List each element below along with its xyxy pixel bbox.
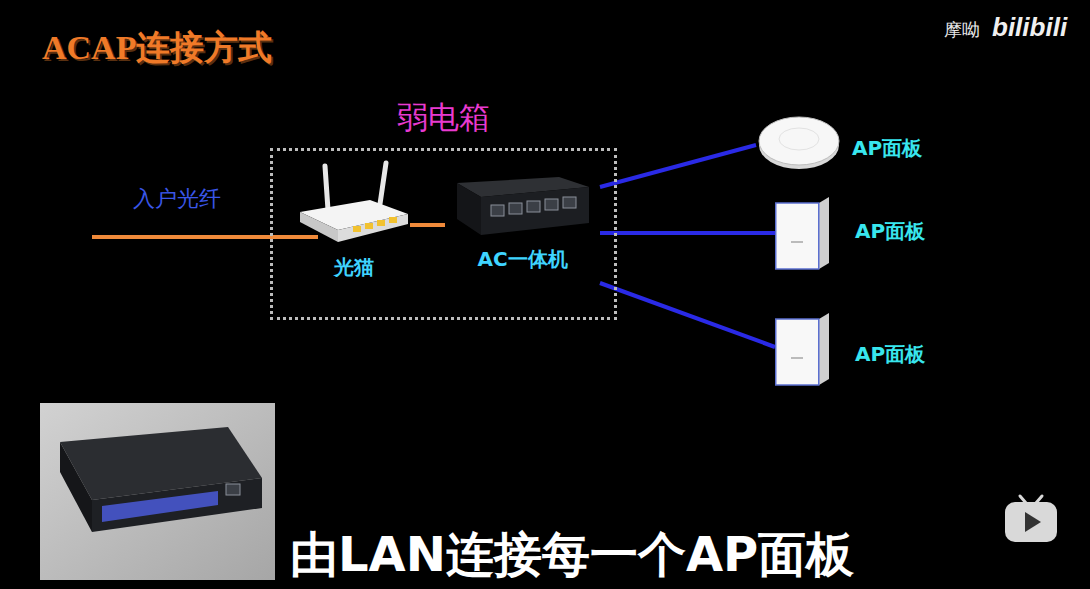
subtitle-caption: 由LAN连接每一个AP面板 [290, 528, 854, 581]
node-label: AC一体机 [445, 247, 600, 271]
switch-photo [40, 403, 275, 580]
ap-panel: AP面板 [756, 110, 936, 172]
ap-panel-picture [775, 313, 831, 387]
fiber-label: 入户光纤 [133, 186, 221, 212]
ac-controller-picture [449, 175, 594, 237]
diagram-title: ACAP连接方式 [42, 28, 272, 69]
node-label: 光猫 [298, 255, 410, 279]
optical-modem-picture [298, 160, 410, 245]
ac-controller: AC一体机 [445, 175, 600, 285]
node-label: AP面板 [852, 136, 922, 160]
region-heading: 弱电箱 [273, 99, 614, 136]
weak-current-box: 弱电箱光猫AC一体机 [270, 148, 617, 320]
node-label: AP面板 [855, 219, 925, 243]
optical-modem: 光猫 [298, 160, 410, 285]
lan-cable [600, 231, 775, 235]
lan-cable [600, 283, 775, 347]
watermark: bilibili [992, 12, 1067, 43]
lan-cable [600, 145, 756, 187]
node-label: AP面板 [855, 342, 925, 366]
watermark: 摩呦 [944, 19, 980, 41]
ap-panel-picture [758, 113, 842, 171]
ap-panel: AP面板 [775, 311, 935, 386]
ap-panel-picture [775, 197, 831, 271]
fiber-link [410, 223, 445, 227]
fiber-line [92, 235, 318, 239]
bilibili-icon [1005, 496, 1057, 542]
ap-panel: AP面板 [775, 195, 935, 270]
